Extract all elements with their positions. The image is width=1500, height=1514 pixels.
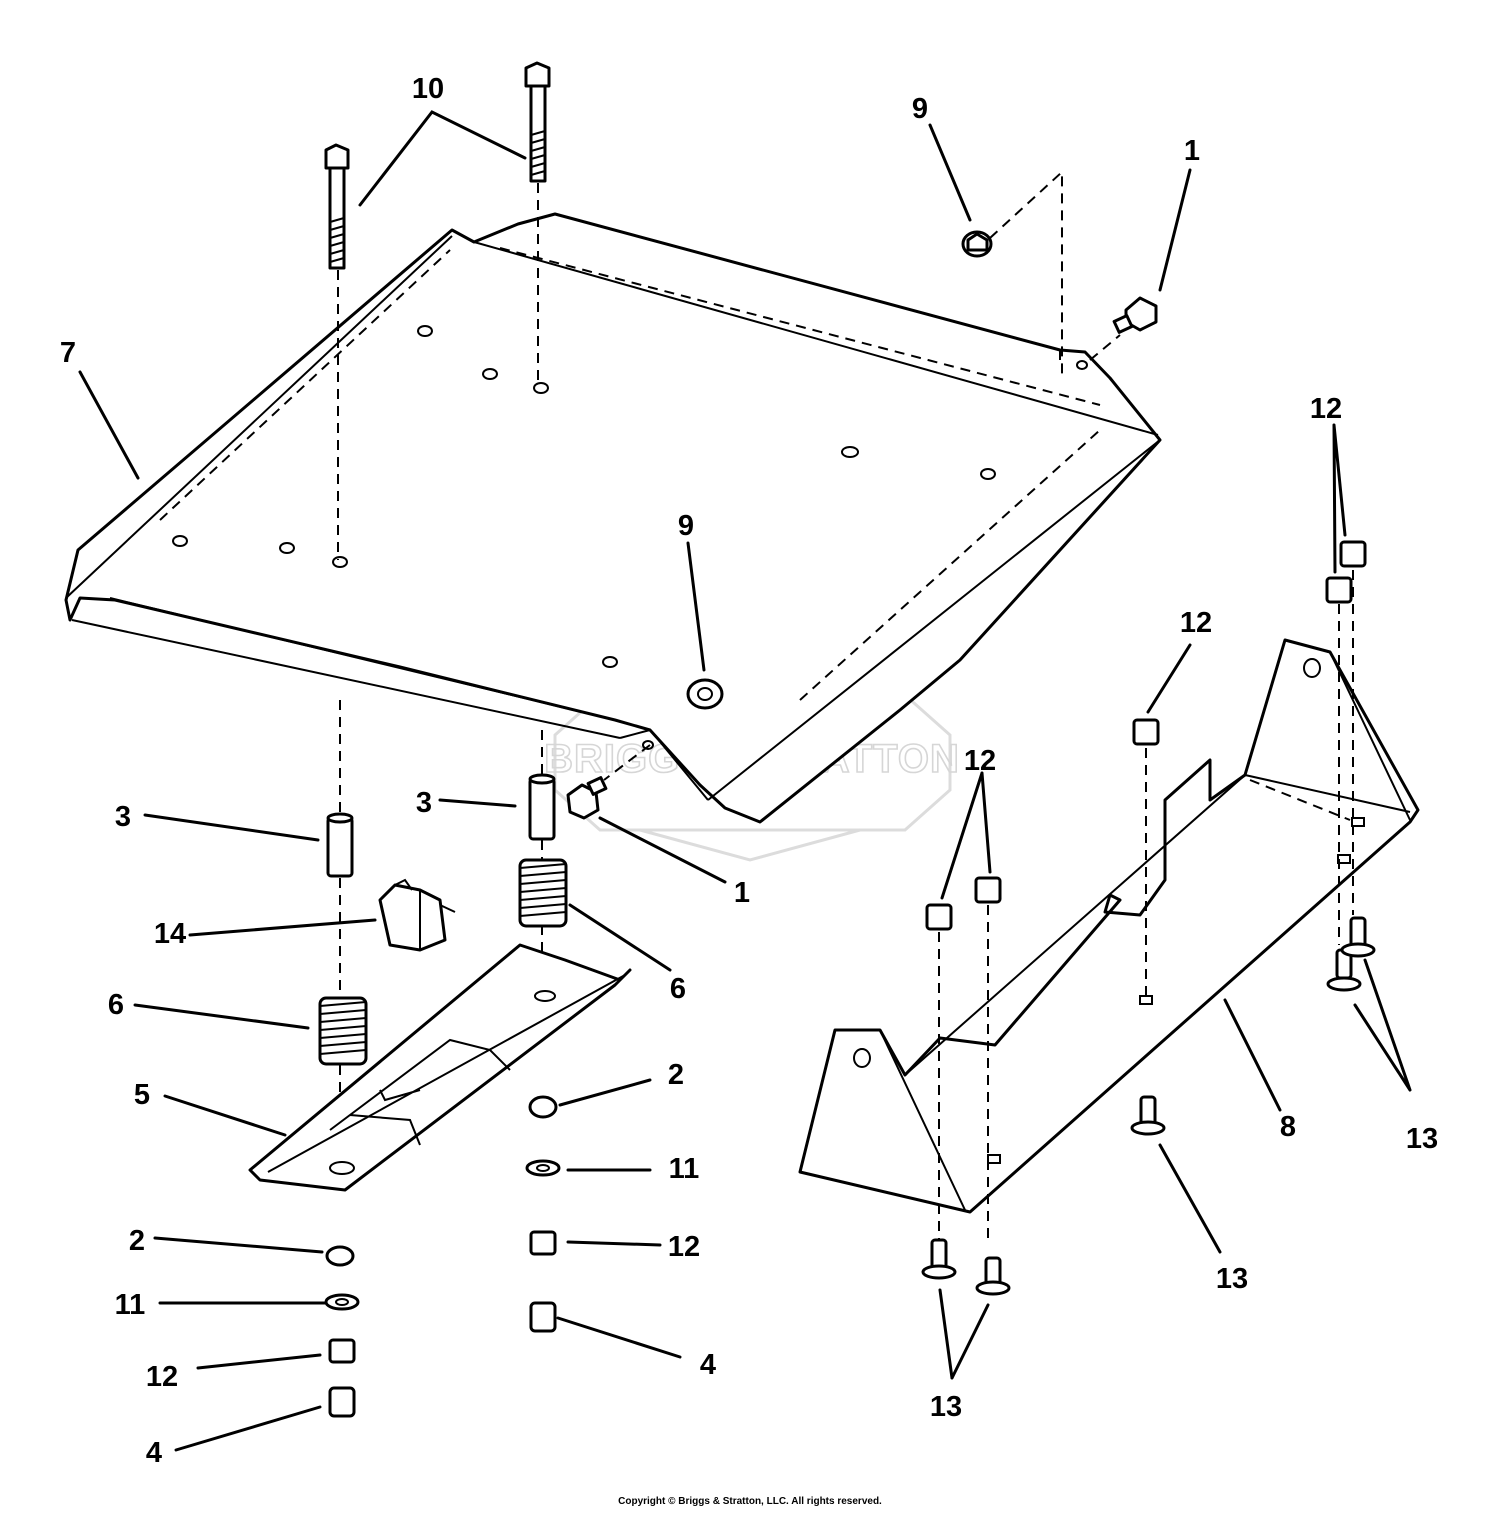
shoulder-bolt bbox=[1112, 296, 1158, 334]
base-channel bbox=[798, 638, 1420, 1214]
callout-10: 10 bbox=[412, 73, 444, 105]
shoulder-screw bbox=[1326, 948, 1362, 992]
switch bbox=[378, 878, 456, 952]
leader-lines bbox=[78, 110, 1412, 1452]
hex-nut bbox=[1132, 718, 1160, 746]
plate-hole bbox=[602, 656, 618, 668]
channel-slot bbox=[1139, 995, 1153, 1005]
callout-8: 8 bbox=[1280, 1111, 1296, 1143]
callout-12: 12 bbox=[964, 745, 996, 777]
callout-9: 9 bbox=[912, 93, 928, 125]
channel-slot bbox=[1351, 817, 1365, 827]
channel-hole bbox=[853, 1048, 871, 1068]
callout-9: 9 bbox=[678, 510, 694, 542]
plate-hole bbox=[980, 468, 996, 480]
bracket-hole bbox=[329, 1161, 355, 1175]
callout-12: 12 bbox=[1180, 607, 1212, 639]
plate-hole bbox=[841, 446, 859, 458]
callout-12: 12 bbox=[146, 1361, 178, 1393]
plate-hole bbox=[1076, 360, 1088, 370]
hex-nut bbox=[925, 903, 953, 931]
plate-hole bbox=[533, 382, 549, 394]
mounting-bracket bbox=[248, 943, 632, 1192]
callout-13: 13 bbox=[930, 1391, 962, 1423]
spacer bbox=[326, 816, 354, 878]
nut-stack-left bbox=[324, 1245, 360, 1418]
callout-13: 13 bbox=[1216, 1263, 1248, 1295]
lock-nut bbox=[325, 1245, 355, 1267]
callout-3: 3 bbox=[416, 787, 432, 819]
bushing bbox=[529, 1301, 557, 1333]
plate-hole bbox=[642, 740, 654, 750]
callout-4: 4 bbox=[700, 1349, 716, 1381]
callout-14: 14 bbox=[154, 918, 186, 950]
channel-slot bbox=[987, 1154, 1001, 1164]
callout-11: 11 bbox=[115, 1289, 146, 1321]
callout-1: 1 bbox=[734, 877, 750, 909]
shoulder-screw bbox=[975, 1256, 1011, 1296]
callout-6: 6 bbox=[670, 973, 686, 1005]
nut-stack-right bbox=[525, 1095, 561, 1333]
hex-nut bbox=[974, 876, 1002, 904]
hex-nut bbox=[328, 1338, 356, 1364]
callout-11: 11 bbox=[669, 1153, 700, 1185]
callout-6: 6 bbox=[108, 989, 124, 1021]
plate-hole bbox=[332, 556, 348, 568]
callout-12: 12 bbox=[1310, 393, 1342, 425]
lock-nut bbox=[528, 1095, 558, 1119]
callout-4: 4 bbox=[146, 1437, 162, 1469]
plate-hole bbox=[417, 325, 433, 337]
callout-3: 3 bbox=[115, 801, 131, 833]
callout-13: 13 bbox=[1406, 1123, 1438, 1155]
spacer bbox=[528, 777, 556, 841]
plate-hole bbox=[172, 535, 188, 547]
spring bbox=[318, 996, 368, 1066]
plate-hole bbox=[482, 368, 498, 380]
spacer-top bbox=[326, 812, 354, 824]
callout-7: 7 bbox=[60, 337, 76, 369]
hex-nut bbox=[1339, 540, 1367, 568]
channel-hole bbox=[1303, 658, 1321, 678]
bracket-hole bbox=[534, 990, 556, 1002]
washer bbox=[324, 1293, 360, 1311]
flange-nut bbox=[961, 230, 993, 258]
platform-plate bbox=[64, 212, 1162, 824]
copyright-notice: Copyright © Briggs & Stratton, LLC. All … bbox=[618, 1496, 882, 1507]
callout-2: 2 bbox=[129, 1225, 145, 1257]
flange-nut bbox=[686, 678, 724, 710]
callout-5: 5 bbox=[134, 1079, 150, 1111]
callout-1: 1 bbox=[1184, 135, 1200, 167]
hex-nut bbox=[529, 1230, 557, 1256]
callout-2: 2 bbox=[668, 1059, 684, 1091]
shoulder-screw bbox=[1340, 916, 1376, 958]
spring bbox=[518, 858, 568, 928]
bolt bbox=[524, 61, 551, 183]
shoulder-screw bbox=[1130, 1095, 1166, 1136]
spacer-top bbox=[528, 773, 556, 785]
shoulder-bolt bbox=[566, 776, 608, 820]
hex-nut bbox=[1325, 576, 1353, 604]
shoulder-screw bbox=[921, 1238, 957, 1280]
plate-hole bbox=[279, 542, 295, 554]
washer bbox=[525, 1159, 561, 1177]
callout-labels: 10 9 1 7 12 9 12 12 3 3 1 14 6 6 2 5 8 1… bbox=[60, 73, 1438, 1469]
bolt bbox=[324, 143, 350, 270]
callout-12: 12 bbox=[668, 1231, 700, 1263]
bushing bbox=[328, 1386, 356, 1418]
